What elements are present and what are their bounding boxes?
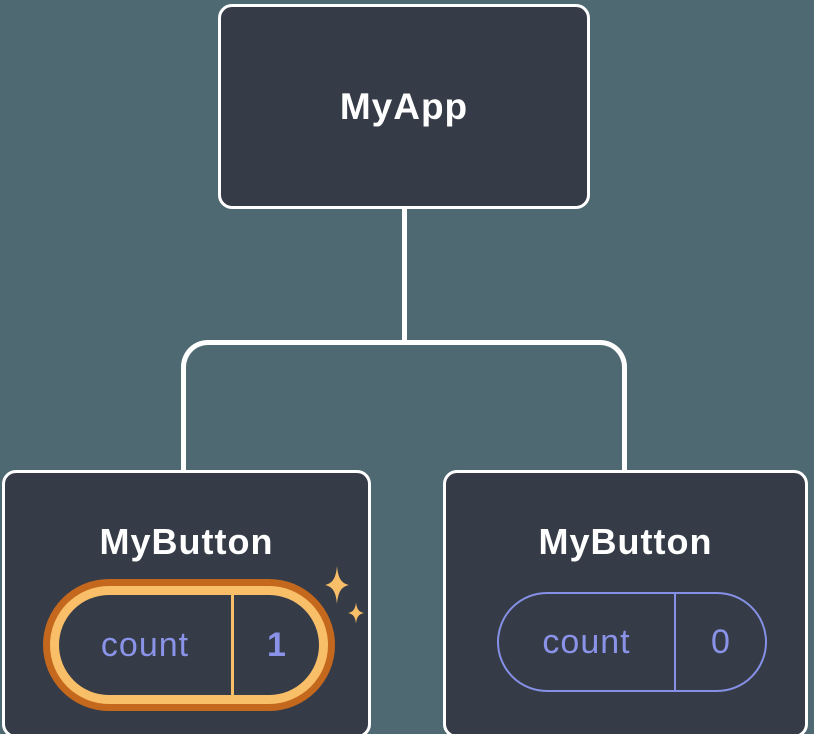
state-pill-highlighted: count 1 bbox=[43, 579, 335, 711]
pill-divider bbox=[674, 594, 676, 690]
state-value-label: 1 bbox=[267, 625, 286, 664]
root-node-label: MyApp bbox=[339, 85, 469, 127]
state-pill-core: count 1 bbox=[59, 595, 319, 695]
state-name-label: count bbox=[100, 625, 190, 664]
child-node-left: MyButton count 1 bbox=[2, 470, 371, 734]
connector-bracket bbox=[181, 340, 627, 472]
state-pill: count 0 bbox=[497, 592, 767, 692]
sparkles-icon bbox=[325, 566, 364, 624]
state-value-label: 0 bbox=[711, 622, 730, 661]
root-node: MyApp bbox=[218, 4, 590, 209]
child-node-right: MyButton count 0 bbox=[443, 470, 808, 734]
state-value-cell: 0 bbox=[676, 594, 765, 690]
state-value-cell: 1 bbox=[234, 595, 319, 695]
state-name-label: count bbox=[542, 622, 631, 661]
pill-divider bbox=[231, 595, 234, 695]
state-pill-highlight-ring: count 1 bbox=[50, 586, 328, 704]
connector-stem bbox=[402, 208, 407, 344]
child-node-left-label: MyButton bbox=[99, 521, 274, 562]
state-name-cell: count bbox=[59, 595, 231, 695]
child-node-right-label: MyButton bbox=[538, 521, 713, 562]
state-name-cell: count bbox=[499, 594, 674, 690]
